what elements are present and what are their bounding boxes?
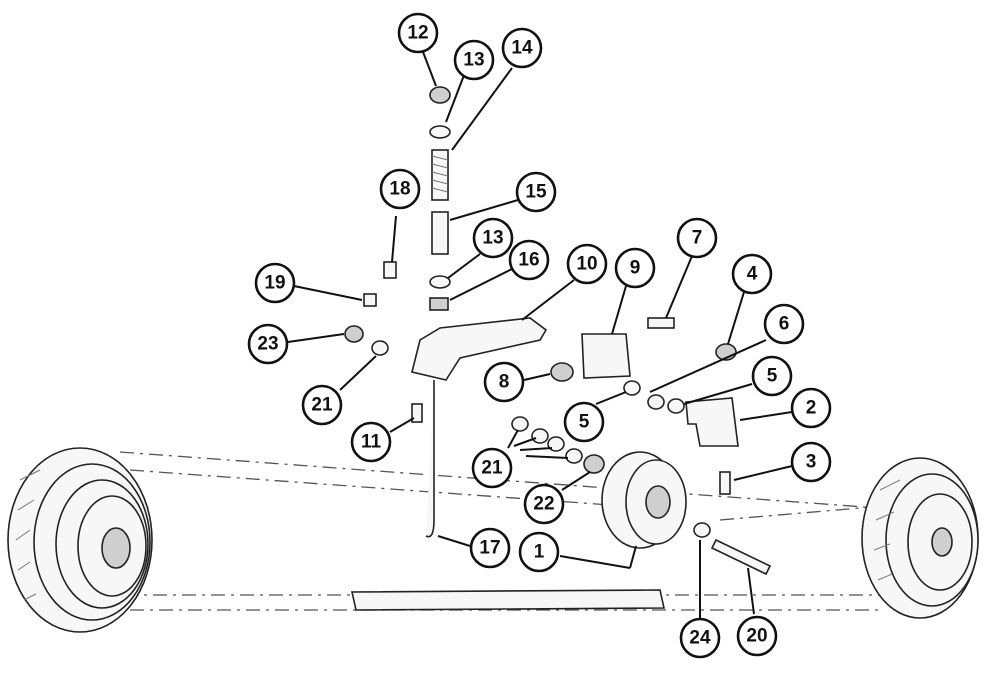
svg-text:14: 14 [511,38,533,59]
svg-text:12: 12 [407,23,428,44]
svg-text:9: 9 [630,258,641,279]
svg-text:18: 18 [389,179,410,200]
right-pulley [861,457,979,619]
leader-lines [287,43,793,618]
svg-text:5: 5 [579,412,590,433]
callout-3: 3 [790,441,832,483]
callout-8: 8 [483,361,525,403]
svg-text:20: 20 [746,626,767,647]
svg-text:5: 5 [767,366,778,387]
svg-text:21: 21 [311,395,333,416]
callout-21-left: 21 [301,384,343,426]
idler-pulley [601,451,687,549]
callout-7: 7 [676,217,718,259]
callout-6: 6 [763,303,805,345]
callout-13-lower: 13 [472,217,514,259]
callout-4: 4 [731,253,773,295]
callout-18: 18 [379,168,421,210]
callout-1: 1 [518,531,560,573]
spring-stack [429,86,451,311]
callout-9: 9 [614,247,656,289]
svg-text:17: 17 [479,538,500,559]
spacer [647,394,665,410]
svg-text:11: 11 [361,432,382,453]
bearing [550,362,574,382]
callout-21-center: 21 [471,447,513,489]
callout-14: 14 [501,27,543,69]
callout-11: 11 [350,421,392,463]
callout-2: 2 [790,387,832,429]
grease-fitting [383,261,397,279]
svg-text:2: 2 [806,398,817,419]
svg-text:13: 13 [482,228,503,249]
washer-row [511,416,605,474]
left-pulley [7,447,153,633]
svg-text:8: 8 [499,372,510,393]
washer-left [371,340,389,356]
callout-10: 10 [566,243,608,285]
clip [411,403,423,423]
svg-text:6: 6 [779,314,790,335]
idler-arm [411,317,548,381]
svg-text:24: 24 [689,628,711,649]
svg-text:13: 13 [463,50,484,71]
svg-text:21: 21 [481,458,503,479]
callout-13: 13 [453,39,495,81]
belt-bar [351,589,665,611]
svg-text:15: 15 [525,182,547,203]
bracket [581,333,631,379]
bolt [647,317,675,329]
callout-5-left: 5 [563,401,605,443]
svg-text:19: 19 [264,273,285,294]
callout-15: 15 [515,171,557,213]
cap-screw [719,471,731,495]
callout-20: 20 [736,615,778,657]
tension-rod [425,380,435,538]
washer-24 [693,522,711,538]
callout-23: 23 [247,323,289,365]
nut-left [344,325,364,343]
long-bolt [710,538,772,576]
mount-bracket [685,397,739,447]
washer-b [667,398,685,414]
svg-text:23: 23 [257,334,278,355]
callout-12: 12 [397,12,439,54]
callout-17: 17 [469,527,511,569]
callout-16: 16 [508,239,550,281]
callout-19: 19 [254,262,296,304]
svg-text:10: 10 [576,254,597,275]
svg-text:4: 4 [747,264,758,285]
washer-a [623,380,641,396]
bushing [363,293,377,307]
svg-text:3: 3 [806,452,817,473]
svg-text:1: 1 [534,542,545,563]
svg-text:16: 16 [518,250,539,271]
callout-24: 24 [679,617,721,659]
svg-text:7: 7 [692,228,703,249]
callout-22: 22 [523,483,565,525]
callout-5-right: 5 [751,355,793,397]
svg-text:22: 22 [533,494,554,515]
